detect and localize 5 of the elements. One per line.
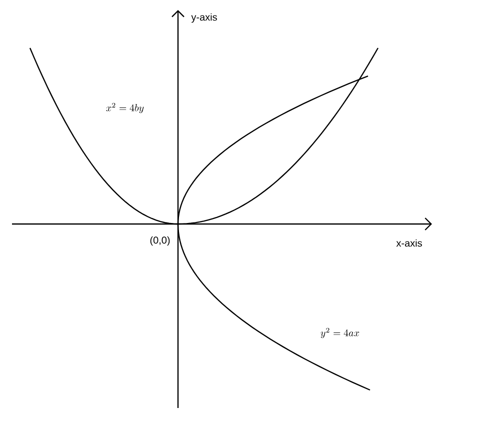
origin-label: (0,0) bbox=[150, 236, 170, 246]
equation-label: $x^2 = 4by$ bbox=[106, 102, 144, 114]
axis-label: x-axis bbox=[396, 239, 422, 247]
axis-label: y-axis bbox=[191, 13, 217, 23]
equation-label: $y^2 = 4ax$ bbox=[320, 328, 360, 338]
